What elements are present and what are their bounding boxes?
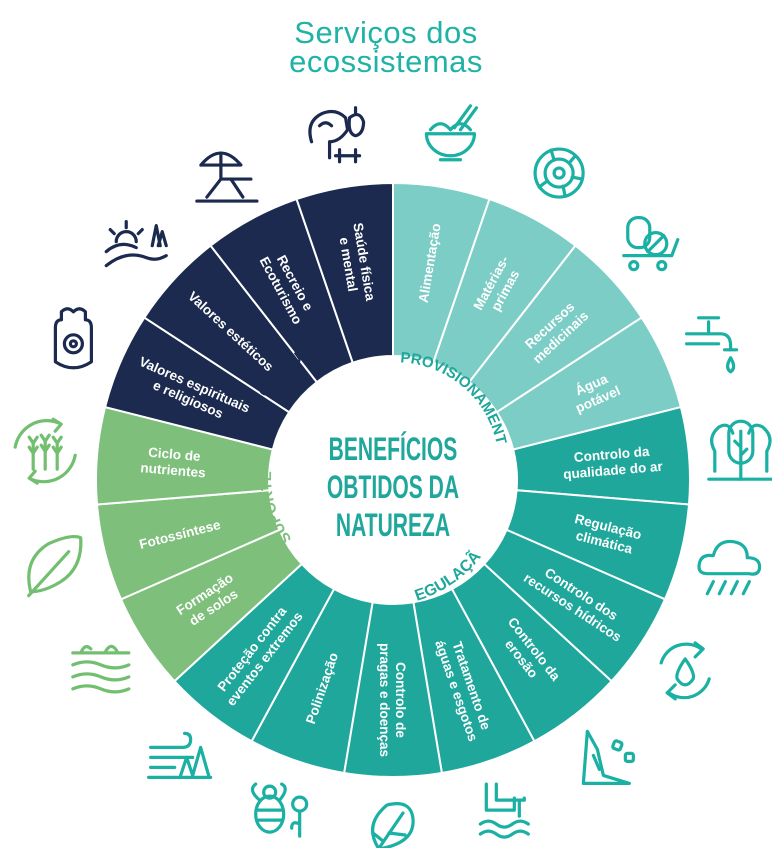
page-title: Serviços dos ecossistemas bbox=[0, 15, 772, 79]
water-tap-icon bbox=[685, 316, 739, 374]
wedge-8: Tratamento deáguas e esgotos bbox=[412, 587, 536, 775]
center-title-line-1: BENEFÍCIOS bbox=[329, 430, 458, 467]
trees-icon bbox=[707, 419, 772, 481]
landscape-sunrise-icon bbox=[104, 220, 168, 268]
wedge-0: Alimentação bbox=[392, 181, 491, 364]
center-title-line-3: NATUREZA bbox=[336, 506, 450, 543]
wedge-17: Recreio eEcoturismo bbox=[209, 197, 355, 384]
bee-flower-icon bbox=[250, 782, 309, 838]
leaf-pest-icon bbox=[371, 802, 415, 848]
center-disc: BENEFÍCIOS OBTIDOS DA NATUREZA bbox=[269, 356, 517, 604]
segment-label: Controlo depragas e doenças bbox=[377, 643, 408, 757]
hamsa-hand-icon bbox=[53, 307, 93, 370]
wedge-10: Polinização bbox=[250, 587, 374, 775]
pill-cart-icon bbox=[622, 216, 680, 272]
water-cycle-icon bbox=[659, 641, 711, 701]
rain-cloud-icon bbox=[697, 539, 762, 596]
center-title-line-2: OBTIDOS DA bbox=[327, 468, 459, 505]
brain-fitness-icon bbox=[308, 106, 366, 164]
leaf-icon bbox=[27, 534, 83, 598]
drain-pipe-icon bbox=[478, 782, 530, 839]
soil-layers-icon bbox=[71, 644, 131, 694]
wedge-4: Controlo daqualidade do ar bbox=[511, 405, 691, 506]
segment-label: Ciclo denutrientes bbox=[140, 444, 208, 480]
title-line-2: ecossistemas bbox=[289, 44, 483, 79]
title-line-1: Serviços dos bbox=[294, 15, 478, 50]
wedge-3: Águapotável bbox=[495, 316, 683, 451]
landslide-icon bbox=[581, 729, 635, 786]
noodle-bowl-icon bbox=[424, 104, 479, 162]
icons-layer bbox=[13, 104, 772, 848]
wedge-2: Recursosmedicinais bbox=[467, 244, 644, 414]
wheat-cycle-icon bbox=[13, 417, 77, 485]
wedge-5: Regulaçãoclimática bbox=[505, 489, 691, 601]
wedge-15: Valores espirituaise religiosos bbox=[103, 316, 291, 451]
beach-chair-icon bbox=[195, 151, 259, 203]
storm-wind-icon bbox=[147, 731, 213, 780]
wedge-18: Saúde físicae mental bbox=[295, 181, 394, 364]
log-rings-icon bbox=[533, 147, 585, 199]
wedge-9: Controlo depragas e doenças bbox=[342, 601, 444, 778]
